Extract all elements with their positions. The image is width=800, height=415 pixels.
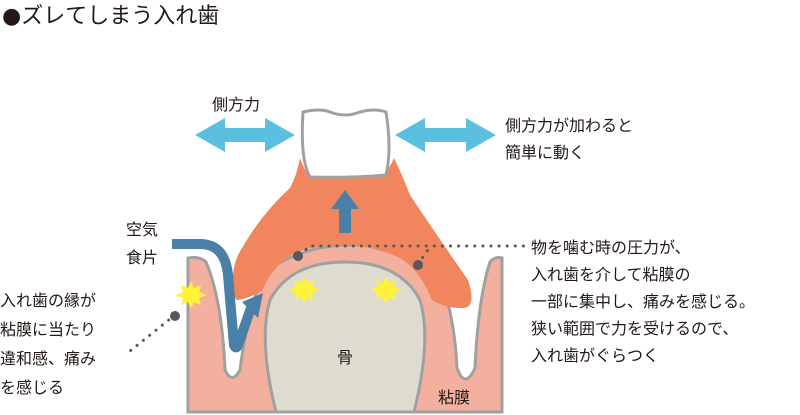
food-label: 食片: [126, 248, 159, 267]
tooth-shape: [300, 108, 391, 179]
page-title: ●ズレてしまう入れ歯: [2, 4, 220, 29]
edge-contact-line-4: を感じる: [0, 378, 65, 397]
moves-easily-label-1: 側方力が加わると: [505, 116, 634, 135]
lateral-force-label: 側方力: [212, 95, 261, 114]
bone-label: 骨: [337, 348, 354, 367]
leader-lines: [123, 244, 527, 357]
air-food-arrow: [172, 239, 257, 353]
lateral-force-arrow-right: [395, 118, 496, 152]
lift-arrow: [331, 190, 359, 233]
edge-contact-line-3: 違和感、痛み: [0, 349, 97, 368]
pain-icon: [175, 276, 402, 309]
moves-easily-label-2: 簡単に動く: [505, 143, 586, 162]
bone-shape: [263, 260, 427, 414]
pressure-line-1: 物を噛む時の圧力が、: [531, 238, 691, 257]
pressure-line-3: 一部に集中し、痛みを感じる。: [531, 292, 756, 311]
air-label: 空気: [126, 220, 159, 239]
edge-contact-line-2: 粘膜に当たり: [0, 320, 97, 339]
edge-contact-line-1: 入れ歯の縁が: [0, 291, 97, 310]
pressure-line-4: 狭い範囲で力を受けるので、: [531, 319, 739, 338]
lateral-force-arrow-left: [195, 118, 295, 152]
mucosa-label: 粘膜: [438, 388, 471, 407]
pressure-line-2: 入れ歯を介して粘膜の: [531, 265, 691, 284]
pressure-line-5: 入れ歯がぐらつく: [531, 346, 660, 365]
denture-shape: [232, 158, 472, 309]
